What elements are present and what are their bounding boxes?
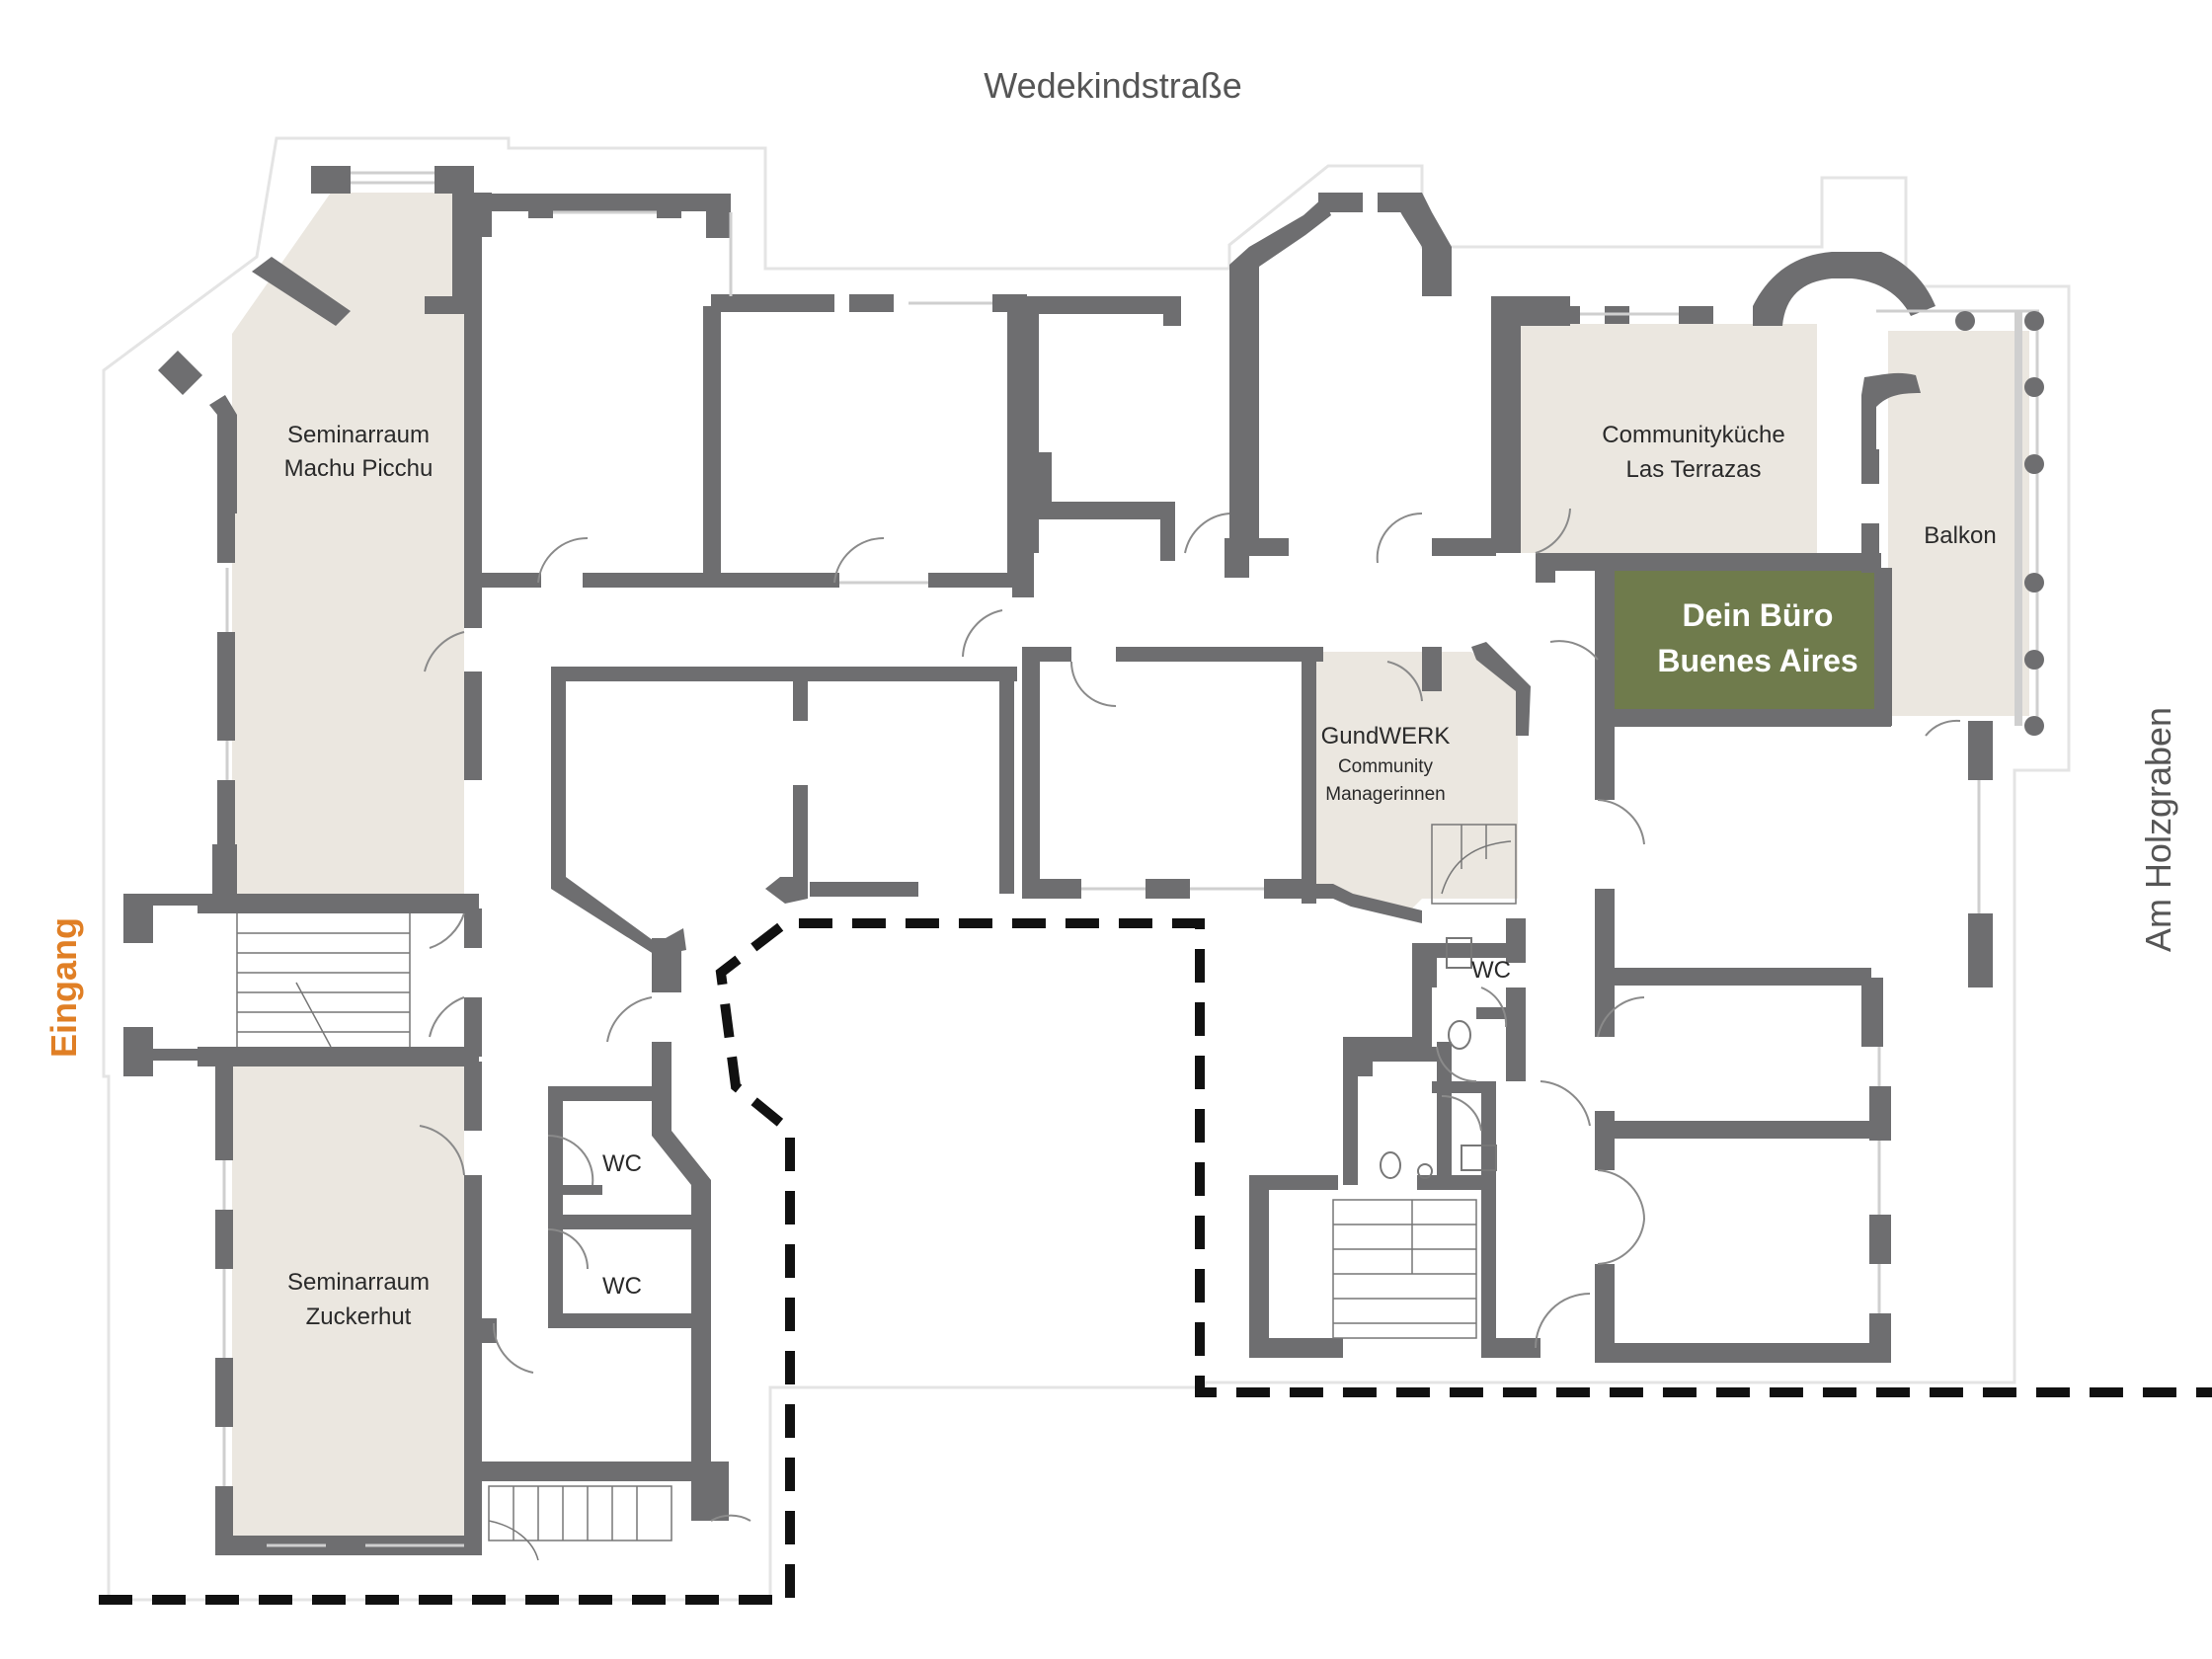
east-stair [1332,1199,1477,1339]
south-stair [488,1485,672,1561]
svg-text:GundWERK: GundWERK [1321,723,1451,750]
community-kitchen-room[interactable] [1511,324,1817,553]
svg-text:Communityküche: Communityküche [1602,422,1784,448]
svg-text:Managerinnen: Managerinnen [1325,784,1445,805]
svg-text:Machu Picchu: Machu Picchu [284,455,434,482]
gundwerk-room[interactable] [1304,652,1518,908]
entrance-stair [236,913,411,1048]
label-seminar-machu-picchu: Seminarraum Machu Picchu [284,422,434,482]
balcony-posts [1955,311,2044,736]
spiral-stair [1431,824,1517,905]
balcony-area[interactable] [1888,331,2029,716]
label-balcony: Balkon [1924,522,1996,549]
label-community-kitchen: Communityküche Las Terrazas [1602,422,1784,483]
label-wc-lower: WC [602,1273,642,1300]
label-wc-east: WC [1471,957,1511,984]
label-gundwerk: GundWERK Community Managerinnen [1321,723,1451,805]
svg-text:Seminarraum: Seminarraum [287,422,430,448]
sanitary-fixtures [1380,937,1497,1179]
entrance-label: Eingang [43,917,84,1058]
building-outline [102,136,2071,1602]
seminar-machu-picchu-room[interactable] [232,193,464,899]
your-office-room[interactable] [1613,568,1874,716]
staircases [236,824,1517,1561]
property-boundary [99,918,2212,1605]
svg-text:Dein Büro: Dein Büro [1683,597,1834,633]
seminar-zuckerhut-room[interactable] [232,1066,464,1536]
svg-text:Las Terrazas: Las Terrazas [1626,456,1762,483]
doors [419,508,1961,1522]
label-wc-upper: WC [602,1150,642,1177]
street-east-label: Am Holzgraben [2138,707,2178,952]
label-your-office: Dein Büro Buenes Aires [1657,597,1857,678]
svg-text:Buenes Aires: Buenes Aires [1657,643,1857,678]
svg-text:Community: Community [1338,756,1434,777]
street-north-label: Wedekindstraße [984,65,1241,106]
svg-text:Seminarraum: Seminarraum [287,1269,430,1296]
walls [123,166,1993,1555]
label-seminar-zuckerhut: Seminarraum Zuckerhut [287,1269,430,1330]
svg-text:Zuckerhut: Zuckerhut [306,1304,412,1330]
